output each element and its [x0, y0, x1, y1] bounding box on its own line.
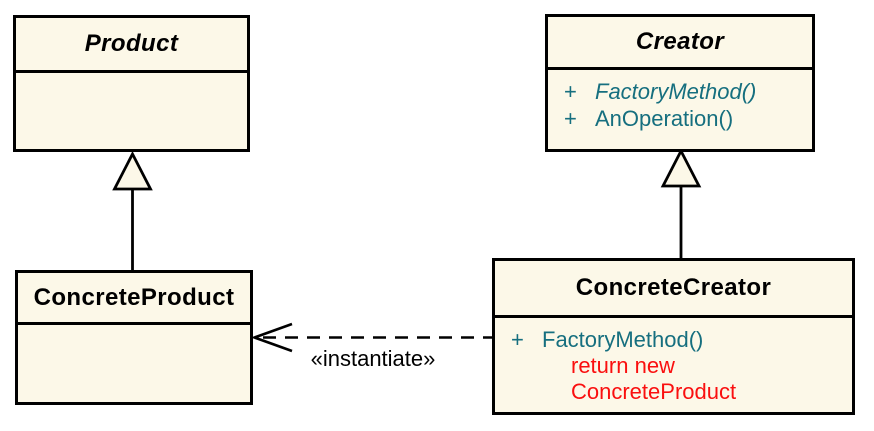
class-concrete-product-body [18, 325, 250, 402]
method-signature: AnOperation() [595, 105, 734, 131]
visibility-symbol: + [564, 78, 577, 104]
class-concrete-product-title: ConcreteProduct [18, 273, 250, 325]
visibility-symbol: + [511, 326, 524, 352]
generalization-product-arrow [112, 150, 153, 272]
pseudocode-note-line: return new [571, 353, 675, 378]
class-concrete-creator[interactable]: ConcreteCreator + FactoryMethod() return… [492, 258, 855, 415]
generalization-creator-arrow [660, 147, 702, 260]
pseudocode-note-line: ConcreteProduct [571, 379, 737, 404]
class-concrete-product[interactable]: ConcreteProduct [15, 270, 253, 405]
class-concrete-creator-title: ConcreteCreator [495, 261, 852, 318]
method-signature: FactoryMethod() [595, 78, 757, 104]
method-row: + FactoryMethod() [548, 78, 812, 105]
class-product[interactable]: Product [13, 15, 250, 152]
class-creator-body: + FactoryMethod() + AnOperation() [548, 70, 812, 149]
instantiate-stereotype-label: «instantiate» [310, 346, 436, 371]
class-product-body [16, 73, 247, 149]
method-signature: FactoryMethod() [542, 326, 704, 352]
method-row: + AnOperation() [548, 105, 812, 132]
class-product-title: Product [16, 18, 247, 73]
class-concrete-creator-body: + FactoryMethod() return new ConcretePro… [495, 318, 852, 412]
hollow-triangle-icon [112, 150, 153, 191]
method-row: + FactoryMethod() [495, 326, 852, 353]
class-creator-title: Creator [548, 17, 812, 70]
class-creator[interactable]: Creator + FactoryMethod() + AnOperation(… [545, 14, 815, 152]
visibility-symbol: + [564, 105, 577, 131]
hollow-triangle-icon [660, 147, 702, 188]
